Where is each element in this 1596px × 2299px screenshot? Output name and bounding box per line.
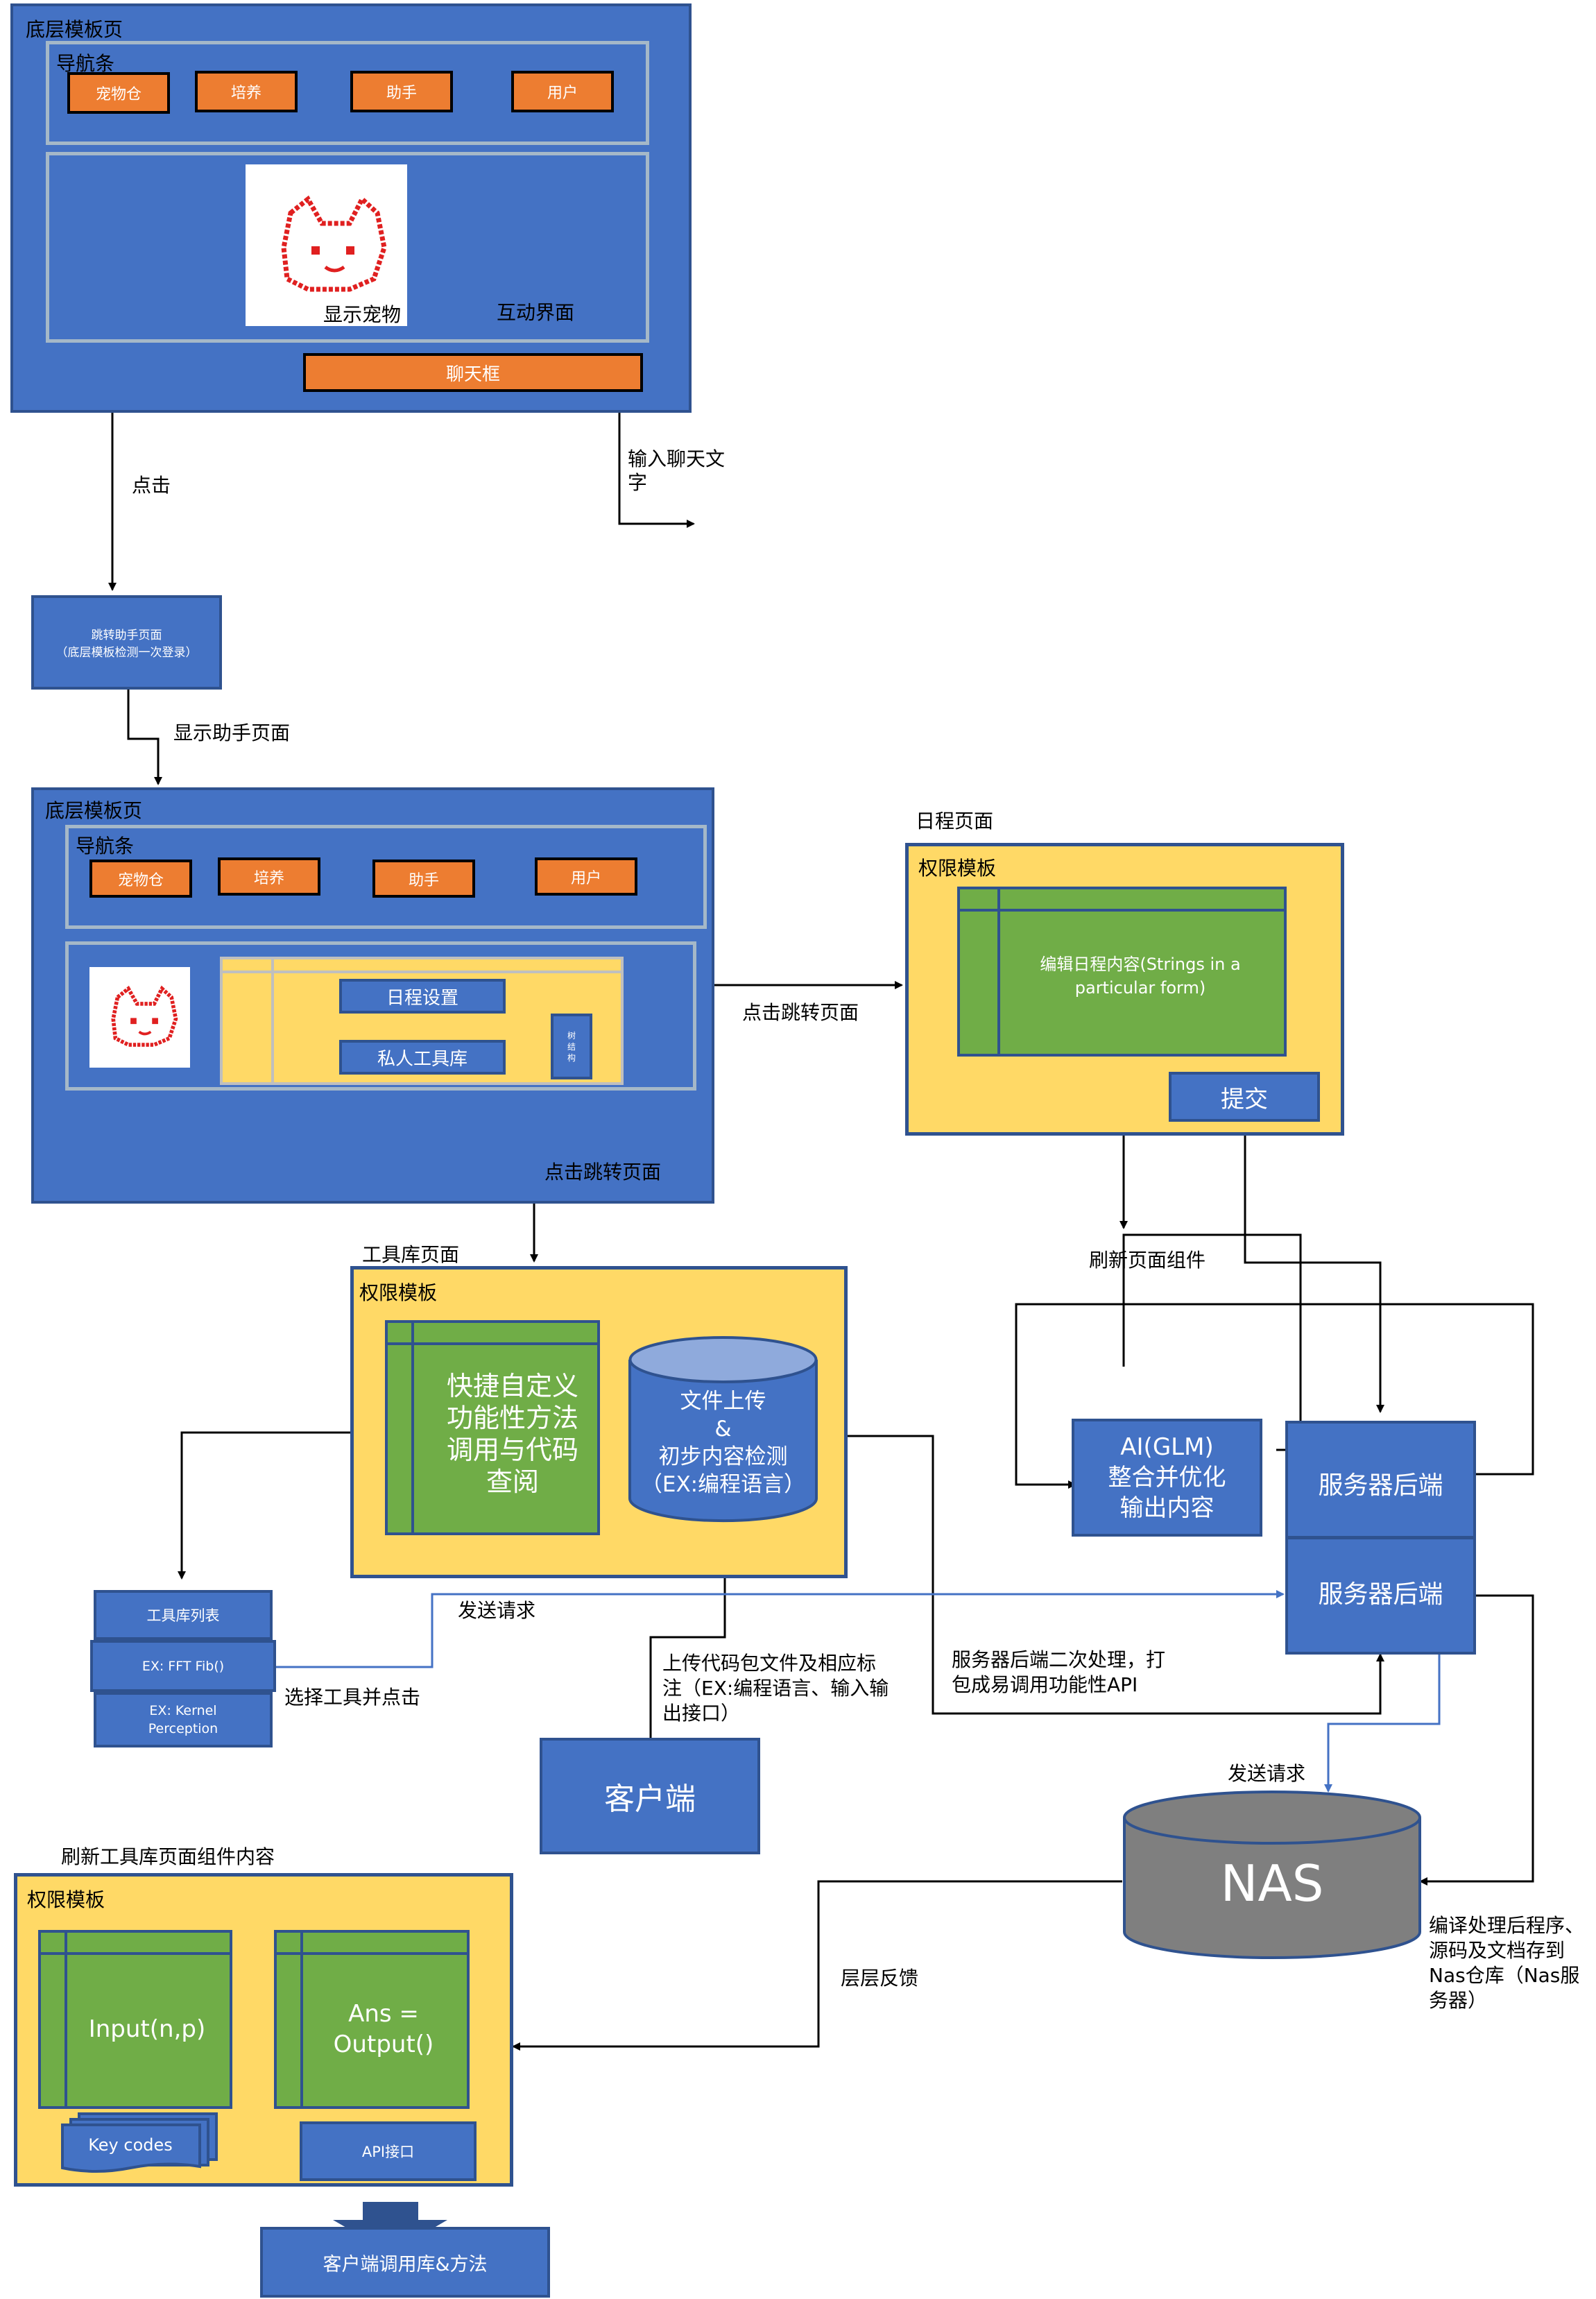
key-codes-text: Key codes: [88, 2135, 173, 2155]
schedule-auth-label: 权限模板: [918, 857, 997, 880]
edge-feedback: [512, 1880, 1122, 2051]
nav-bar: 导航条: [46, 41, 649, 145]
server-backend-2[interactable]: 服务器后端: [1285, 1537, 1476, 1655]
edge-label-send-request-1: 发送请求: [458, 1599, 536, 1622]
base-template-page-top: 底层模板页 导航条 宠物仓 培养 助手 用户 互动界面 显示宠物 聊天框: [10, 3, 692, 413]
edge-label-jump-2: 点击跳转页面: [544, 1161, 662, 1183]
bottom-auth-label: 权限模板: [27, 1888, 105, 1911]
pet-caption: 显示宠物: [323, 303, 402, 326]
edge-label-select-tool: 选择工具并点击: [284, 1686, 421, 1709]
tool-list-header: 工具库列表: [94, 1590, 273, 1640]
base-template-title-2: 底层模板页: [45, 799, 143, 822]
output-text: Ans = Output(): [333, 2000, 434, 2058]
edge-label-input-chat: 输入聊天文 字: [628, 447, 726, 494]
quick-method-text: 快捷自定义功能性方法调用与代码查阅: [446, 1371, 578, 1497]
jump-assistant-page[interactable]: 跳转助手页面 （底层模板检测一次登录）: [31, 595, 222, 690]
edge-label-jump-1: 点击跳转页面: [742, 1001, 859, 1024]
nav-bar-2: 导航条: [65, 825, 707, 929]
edge-label-send-request-2: 发送请求: [1228, 1762, 1306, 1785]
assistant-area: [65, 941, 696, 1091]
pet-thumb: [89, 967, 190, 1068]
nav-bar-label: 导航条: [56, 52, 115, 75]
toollib-auth-label: 权限模板: [359, 1281, 438, 1304]
submit-button[interactable]: 提交: [1169, 1072, 1320, 1122]
server-backend-1[interactable]: 服务器后端: [1285, 1421, 1476, 1539]
nav-pet-warehouse[interactable]: 宠物仓: [67, 72, 170, 114]
nav2-user[interactable]: 用户: [535, 857, 637, 896]
base-template-title: 底层模板页: [26, 18, 123, 41]
input-panel[interactable]: Input(n,p): [38, 1930, 232, 2109]
input-text: Input(n,p): [88, 2015, 206, 2043]
upload-cylinder[interactable]: 文件上传 & 初步内容检测 （EX:编程语言）: [628, 1335, 818, 1523]
tree-structure[interactable]: 树 结 构: [551, 1014, 592, 1079]
client-box[interactable]: 客户端: [540, 1738, 760, 1854]
nav2-pet-warehouse[interactable]: 宠物仓: [89, 860, 192, 898]
refresh-toollib-label: 刷新工具库页面组件内容: [61, 1845, 275, 1868]
chat-box[interactable]: 聊天框: [303, 353, 643, 392]
edge-label-server-second: 服务器后端二次处理，打 包成易调用功能性API: [952, 1648, 1166, 1696]
nas-label: NAS: [1220, 1854, 1324, 1913]
tool-list-item-kernel[interactable]: EX: Kernel Perception: [94, 1692, 273, 1747]
output-panel[interactable]: Ans = Output(): [274, 1930, 470, 2109]
nav-assistant[interactable]: 助手: [350, 71, 453, 112]
cat-icon-small: [111, 985, 178, 1047]
nav-bar-label-2: 导航条: [76, 835, 135, 857]
edge-send-request-2: [1324, 1655, 1441, 1793]
edge-label-feedback: 层层反馈: [841, 1967, 919, 1990]
jump-line1: 跳转助手页面: [91, 629, 162, 642]
cat-icon: [281, 195, 387, 292]
tool-list-item-fft[interactable]: EX: FFT Fib(): [90, 1640, 276, 1692]
nav-user[interactable]: 用户: [511, 71, 614, 112]
nas-storage[interactable]: NAS: [1122, 1790, 1422, 1960]
client-call-lib[interactable]: 客户端调用库&方法: [260, 2227, 550, 2298]
edge-label-click: 点击: [132, 474, 171, 497]
edge-submit-server: [1244, 1117, 1384, 1413]
quick-method-panel[interactable]: 快捷自定义功能性方法调用与代码查阅: [385, 1320, 600, 1535]
nas-cylinder-icon: [1123, 1791, 1421, 1959]
edge-label-upload-note: 上传代码包文件及相应标 注（EX:编程语言、输入输 出接口）: [662, 1652, 889, 1725]
api-interface[interactable]: API接口: [300, 2121, 477, 2181]
ai-glm-box[interactable]: AI(GLM) 整合并优化 输出内容: [1072, 1419, 1262, 1537]
upload-text: 文件上传 & 初步内容检测 （EX:编程语言）: [640, 1389, 806, 1497]
interaction-label: 互动界面: [497, 301, 575, 324]
nas-note: 编译处理后程序、 源码及文档存到 Nas仓库（Nas服 务器）: [1429, 1914, 1585, 2012]
database-icon: [628, 1336, 818, 1523]
interaction-area: 互动界面: [46, 152, 649, 343]
edge-show-assistant: [127, 681, 162, 785]
nav-cultivate[interactable]: 培养: [195, 71, 298, 112]
schedule-edit-area[interactable]: 编辑日程内容(Strings in a particular form): [957, 887, 1287, 1057]
edge-label-refresh: 刷新页面组件: [1089, 1249, 1206, 1272]
jump-line2: （底层模板检测一次登录）: [55, 646, 198, 660]
pet-display: 显示宠物: [246, 164, 407, 326]
document-stack-icon: [61, 2112, 218, 2173]
schedule-edit-text: 编辑日程内容(Strings in a particular form): [1040, 955, 1241, 998]
nav2-assistant[interactable]: 助手: [372, 860, 475, 898]
edge-label-show-assistant: 显示助手页面: [173, 721, 291, 744]
schedule-page-title: 日程页面: [916, 810, 994, 832]
private-lib-button[interactable]: 私人工具库: [339, 1040, 506, 1075]
toollib-page-title: 工具库页面: [362, 1243, 460, 1266]
key-codes-docs[interactable]: Key codes: [61, 2112, 219, 2173]
schedule-settings-button[interactable]: 日程设置: [339, 979, 506, 1014]
base-template-page-second: 底层模板页 导航条 宠物仓 培养 助手 用户 日程设置 私人工具库 树 结 构: [31, 787, 714, 1204]
nav2-cultivate[interactable]: 培养: [218, 857, 320, 896]
